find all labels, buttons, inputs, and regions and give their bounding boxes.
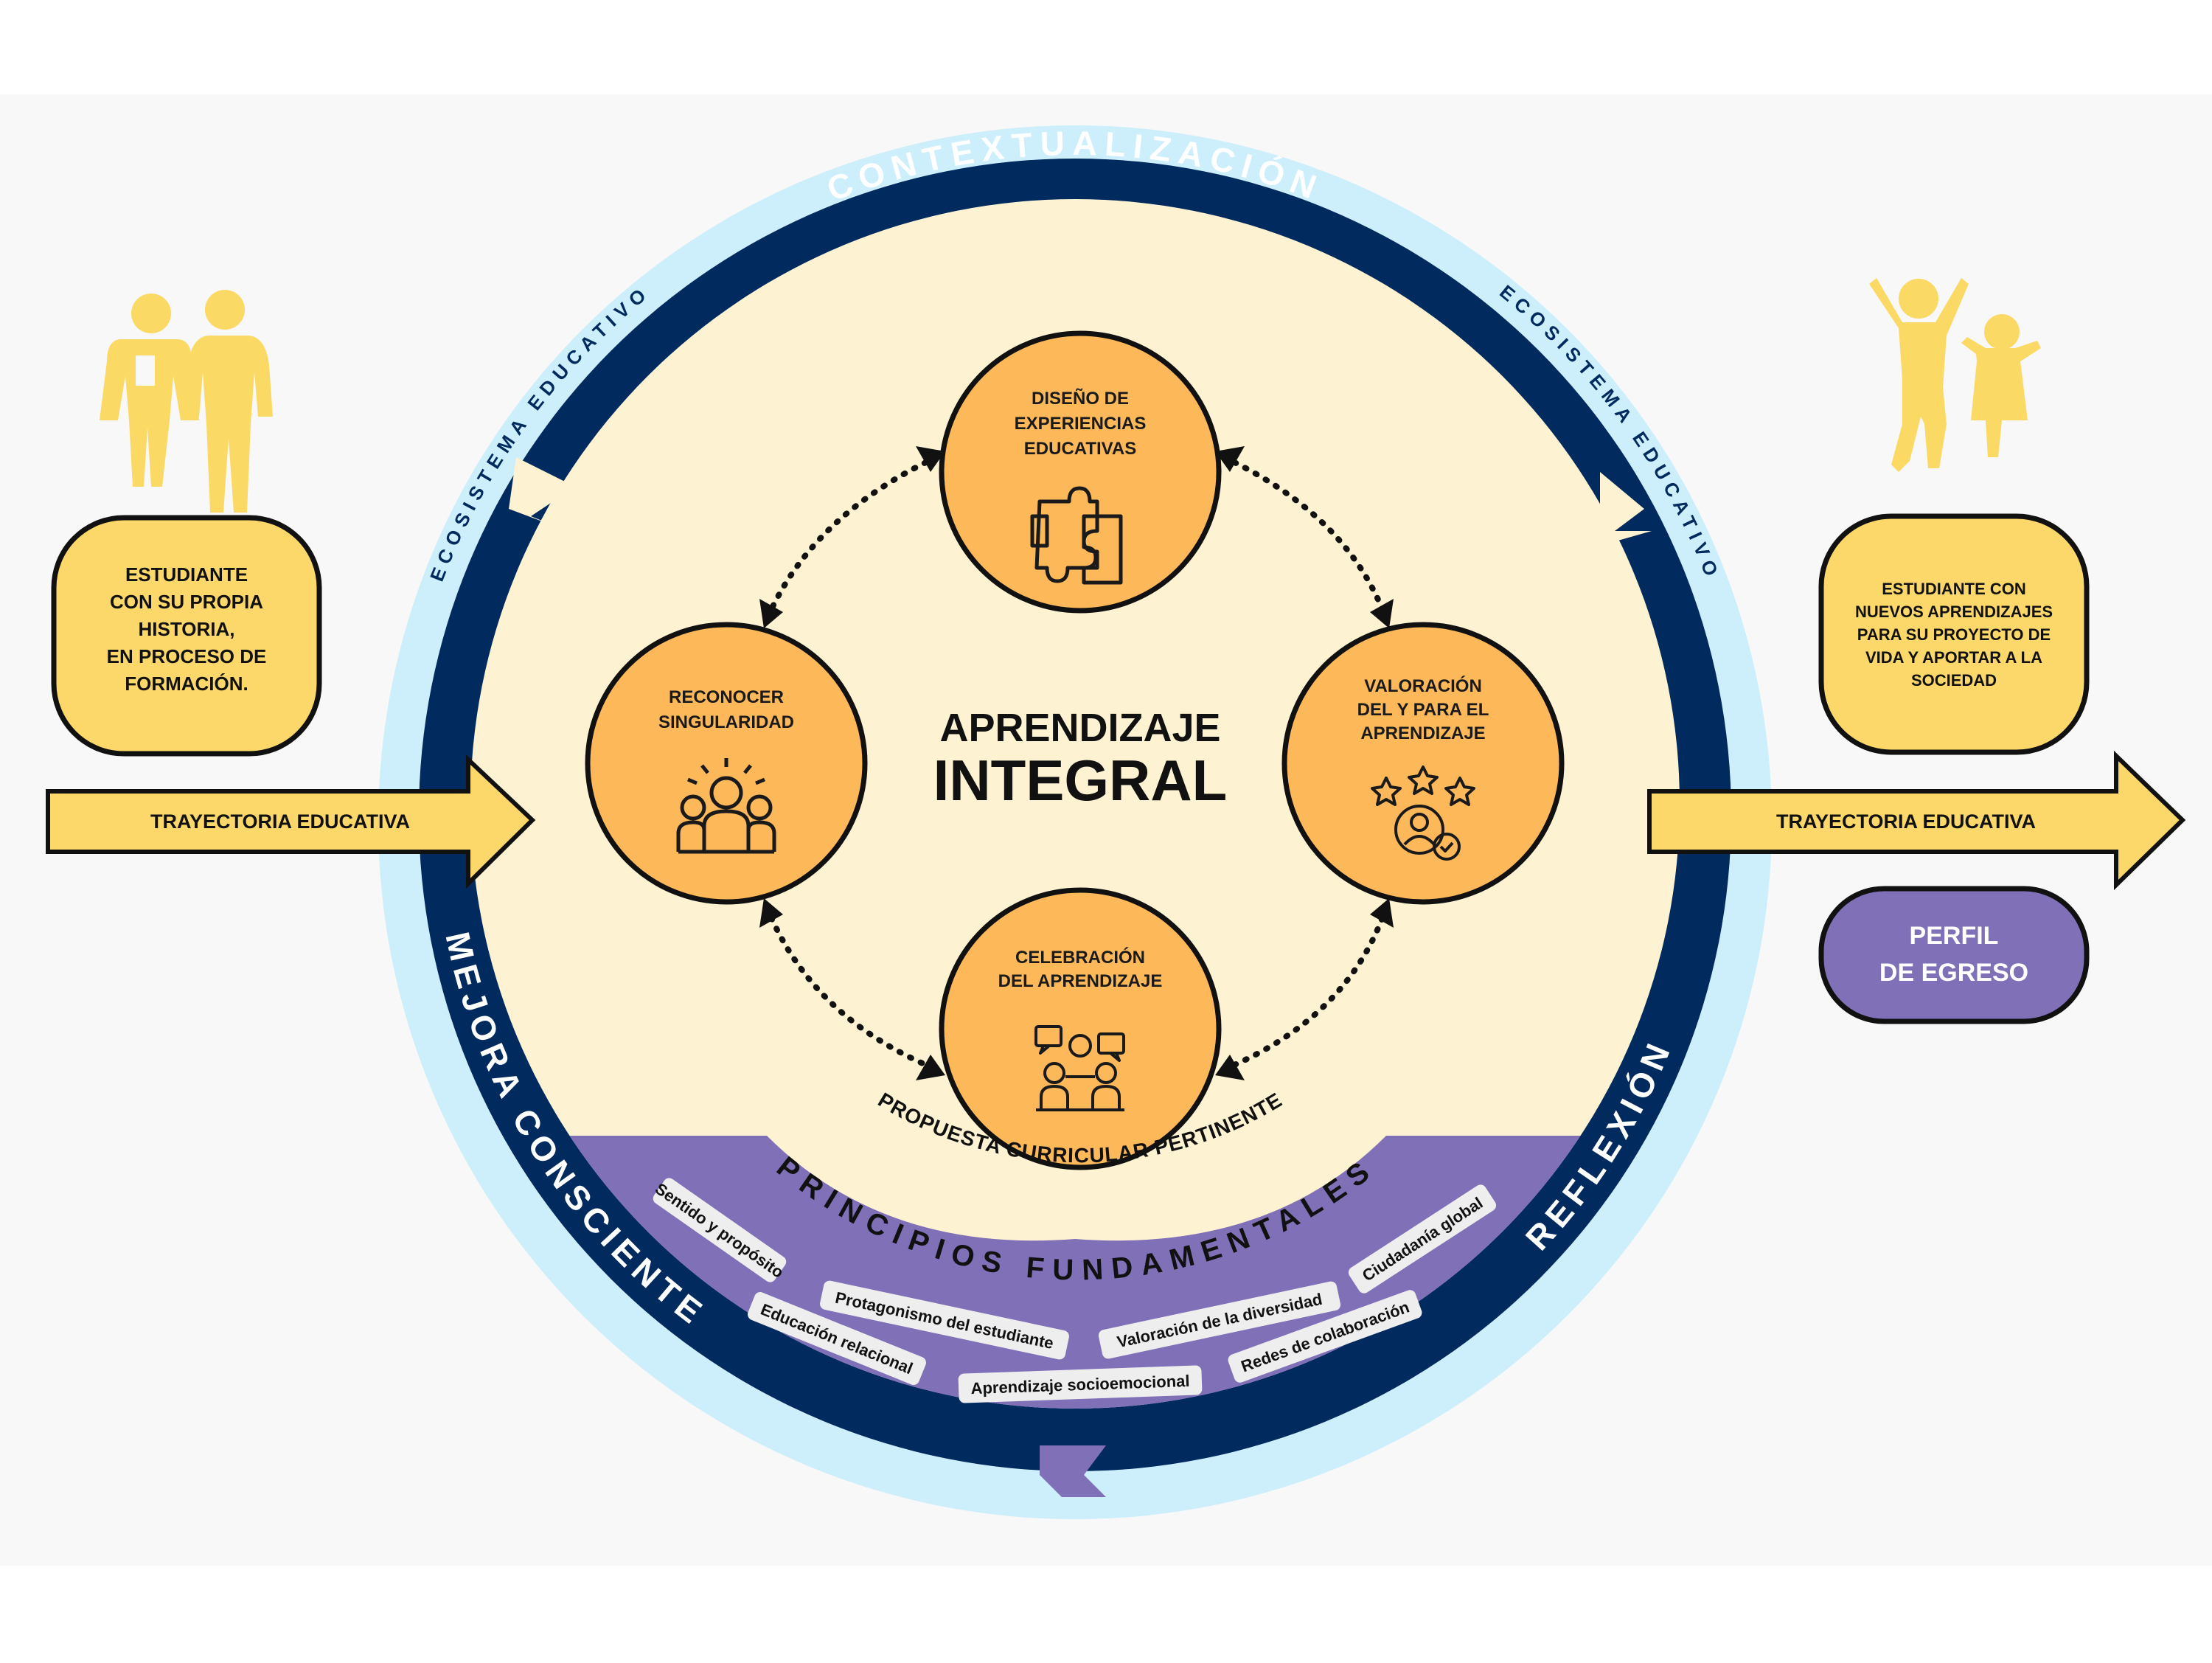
node-left-line1: RECONOCER (669, 687, 784, 707)
trajectory-label-right: TRAYECTORIA EDUCATIVA (1776, 810, 2036, 833)
group-icon (676, 758, 776, 854)
student-box-left: ESTUDIANTE CON SU PROPIA HISTORIA, EN PR… (51, 515, 322, 757)
profile-badge-line2: DE EGRESO (1879, 959, 2028, 987)
center-title-line2: INTEGRAL (933, 748, 1228, 813)
arrowhead-1 (916, 446, 945, 472)
rating-person-icon (1371, 765, 1475, 861)
trajectory-arrow-left: TRAYECTORIA EDUCATIVA (46, 754, 536, 889)
connector-top-right (1221, 454, 1389, 622)
inner-disk (470, 199, 1680, 1409)
connector-arrowheads (759, 446, 1394, 1080)
arrowhead-2 (759, 599, 783, 628)
principle-chip: Aprendizaje socioemocional (958, 1365, 1203, 1403)
connector-bottom-left (764, 904, 939, 1072)
arrowhead-7 (1370, 898, 1394, 928)
node-bottom: CELEBRACIÓN DEL APRENDIZAJE (939, 887, 1222, 1170)
node-left-line2: SINGULARIDAD (658, 712, 794, 732)
connector-bottom-right (1221, 904, 1389, 1072)
puzzle-icon (1030, 486, 1123, 585)
node-top-line1: DISEÑO DE (1032, 388, 1129, 409)
arrowhead-3 (1215, 446, 1245, 472)
node-top: DISEÑO DE EXPERIENCIAS EDUCATIVAS (939, 330, 1222, 614)
node-top-line2: EXPERIENCIAS (1015, 414, 1147, 434)
node-right-line2: DEL Y PARA EL (1357, 700, 1489, 720)
profile-badge-line1: PERFIL (1910, 922, 1999, 950)
student-box-left-line5: FORMACIÓN. (125, 673, 248, 695)
student-box-left-line4: EN PROCESO DE (107, 645, 267, 667)
node-right: VALORACIÓN DEL Y PARA EL APRENDIZAJE (1281, 622, 1565, 905)
node-right-line3: APRENDIZAJE (1360, 723, 1485, 743)
students-celebrating-icon (1869, 278, 2041, 472)
arrowhead-5 (759, 898, 783, 928)
student-box-left-line3: HISTORIA, (139, 618, 235, 640)
arrowhead-4 (1370, 599, 1394, 628)
ring-notch-right (1600, 472, 1652, 546)
node-left: RECONOCER SINGULARIDAD (585, 622, 868, 905)
trajectory-label-left: TRAYECTORIA EDUCATIVA (150, 810, 410, 833)
conversation-icon (1034, 1025, 1125, 1111)
students-walking-icon (100, 290, 273, 513)
profile-badge: PERFIL DE EGRESO (1818, 886, 2090, 1024)
node-bottom-line2: DEL APRENDIZAJE (998, 971, 1163, 991)
ring-notch-left (509, 457, 575, 531)
student-box-right-line3: PARA SU PROYECTO DE (1857, 625, 2051, 644)
connector-top-left (764, 454, 939, 622)
center-title-line1: APRENDIZAJE (939, 706, 1220, 750)
student-box-right-line5: SOCIEDAD (1911, 671, 1997, 690)
cycle-connectors (764, 454, 1389, 1072)
student-box-right-line1: ESTUDIANTE CON (1882, 580, 2026, 598)
arrowhead-8 (1215, 1055, 1245, 1080)
student-box-right-line2: NUEVOS APRENDIZAJES (1855, 603, 2053, 621)
arrowhead-6 (916, 1055, 945, 1080)
student-box-right: ESTUDIANTE CON NUEVOS APRENDIZAJES PARA … (1818, 513, 2090, 755)
student-box-left-line2: CON SU PROPIA (110, 591, 263, 613)
student-box-right-line4: VIDA Y APORTAR A LA (1865, 648, 2042, 667)
student-box-left-line1: ESTUDIANTE (125, 563, 248, 586)
node-top-line3: EDUCATIVAS (1024, 439, 1136, 459)
node-right-line1: VALORACIÓN (1364, 676, 1482, 696)
node-bottom-line1: CELEBRACIÓN (1015, 947, 1145, 968)
ring-notch-bottom (1040, 1445, 1106, 1497)
trajectory-arrow-right: TRAYECTORIA EDUCATIVA (1647, 750, 2186, 891)
